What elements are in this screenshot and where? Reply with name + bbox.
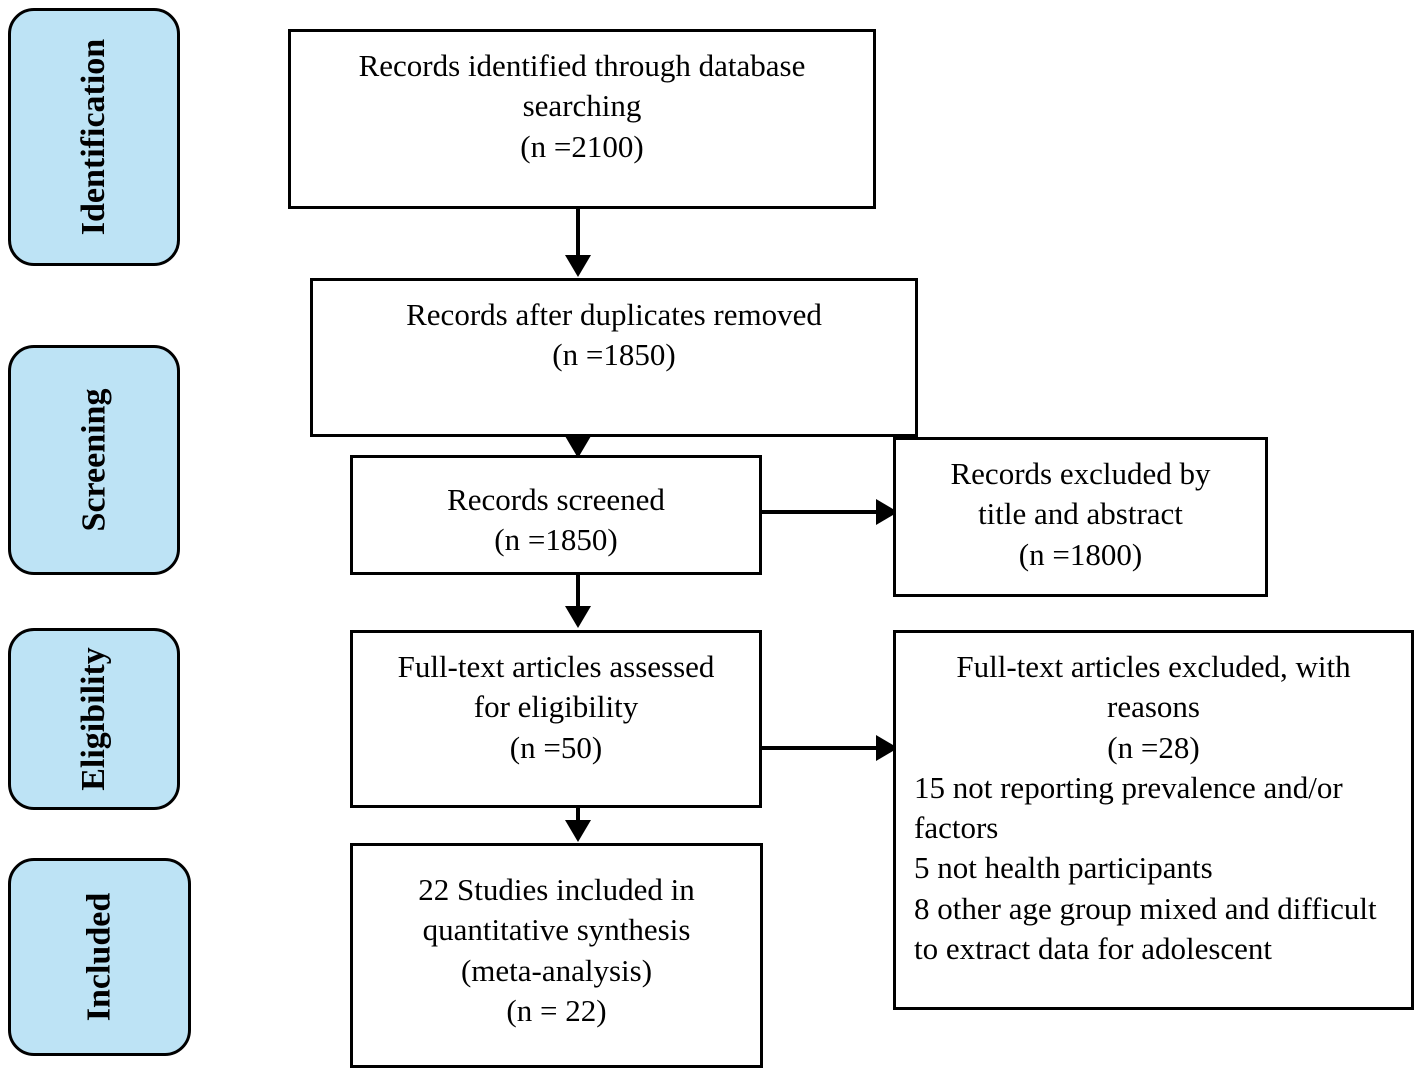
box-fulltext-excluded-line2: reasons — [1107, 689, 1200, 725]
connector-identified-to-duplicates — [576, 209, 580, 259]
arrow-identified-to-duplicates — [565, 255, 591, 277]
box-excluded-title-abstract-count: (n =1800) — [1018, 536, 1143, 572]
box-records-identified: Records identified through database sear… — [288, 29, 876, 209]
connector-fulltext-to-excluded — [760, 746, 880, 750]
box-after-duplicates-count: (n =1850) — [552, 337, 676, 373]
box-fulltext-excluded-reasons: 15 not reporting prevalence and/or facto… — [902, 768, 1405, 969]
connector-screened-to-excluded — [760, 510, 880, 514]
exclusion-reason-3: 8 other age group mixed and difficult to… — [914, 890, 1377, 967]
box-excluded-title-abstract: Records excluded by title and abstract (… — [893, 437, 1268, 597]
stage-screening: Screening — [8, 345, 180, 575]
box-included-studies-line1: 22 Studies included in — [418, 872, 695, 907]
box-included-studies-line3: (meta-analysis) — [460, 952, 653, 988]
box-fulltext-assessed-count: (n =50) — [509, 729, 603, 765]
box-fulltext-excluded-line1: Full-text articles excluded, with — [956, 649, 1351, 684]
exclusion-reason-2: 5 not health participants — [914, 850, 1213, 886]
box-records-identified-line2: searching — [522, 88, 642, 124]
box-included-studies-count: (n = 22) — [506, 992, 607, 1028]
stage-included: Included — [8, 858, 191, 1056]
box-fulltext-excluded: Full-text articles excluded, with reason… — [893, 630, 1414, 1010]
box-records-screened-count: (n =1850) — [494, 522, 618, 558]
arrow-fulltext-to-included — [565, 820, 591, 842]
stage-identification: Identification — [8, 8, 180, 266]
box-after-duplicates: Records after duplicates removed (n =185… — [310, 278, 918, 437]
box-records-screened: Records screened (n =1850) — [350, 455, 762, 575]
box-fulltext-assessed: Full-text articles assessed for eligibil… — [350, 630, 762, 808]
box-fulltext-excluded-header: Full-text articles excluded, with reason… — [902, 647, 1405, 768]
box-fulltext-assessed-line1: Full-text articles assessed — [397, 649, 715, 684]
box-records-identified-count: (n =2100) — [520, 128, 644, 164]
connector-screened-to-fulltext — [576, 575, 580, 609]
arrow-fulltext-to-excluded — [876, 735, 898, 761]
exclusion-reason-1: 15 not reporting prevalence and/or facto… — [914, 769, 1343, 846]
box-included-studies-line2: quantitative synthesis — [422, 912, 691, 948]
arrow-duplicates-to-screened — [565, 436, 591, 458]
stage-eligibility-label: Eligibility — [75, 647, 112, 791]
stage-included-label: Included — [80, 892, 118, 1022]
box-records-screened-line1: Records screened — [447, 482, 665, 517]
arrow-screened-to-fulltext — [565, 606, 591, 628]
stage-identification-label: Identification — [75, 38, 113, 236]
stage-eligibility: Eligibility — [8, 628, 180, 810]
box-fulltext-excluded-count: (n =28) — [1107, 729, 1200, 765]
box-after-duplicates-line1: Records after duplicates removed — [406, 297, 822, 332]
box-fulltext-assessed-line2: for eligibility — [473, 689, 639, 725]
connector-fulltext-to-included — [576, 808, 580, 824]
box-records-identified-line1: Records identified through database — [358, 48, 806, 83]
box-excluded-title-abstract-line2: title and abstract — [978, 496, 1183, 532]
stage-screening-label: Screening — [75, 388, 112, 532]
arrow-screened-to-excluded — [876, 499, 898, 525]
box-excluded-title-abstract-line1: Records excluded by — [950, 456, 1211, 491]
box-included-studies: 22 Studies included in quantitative synt… — [350, 843, 763, 1068]
